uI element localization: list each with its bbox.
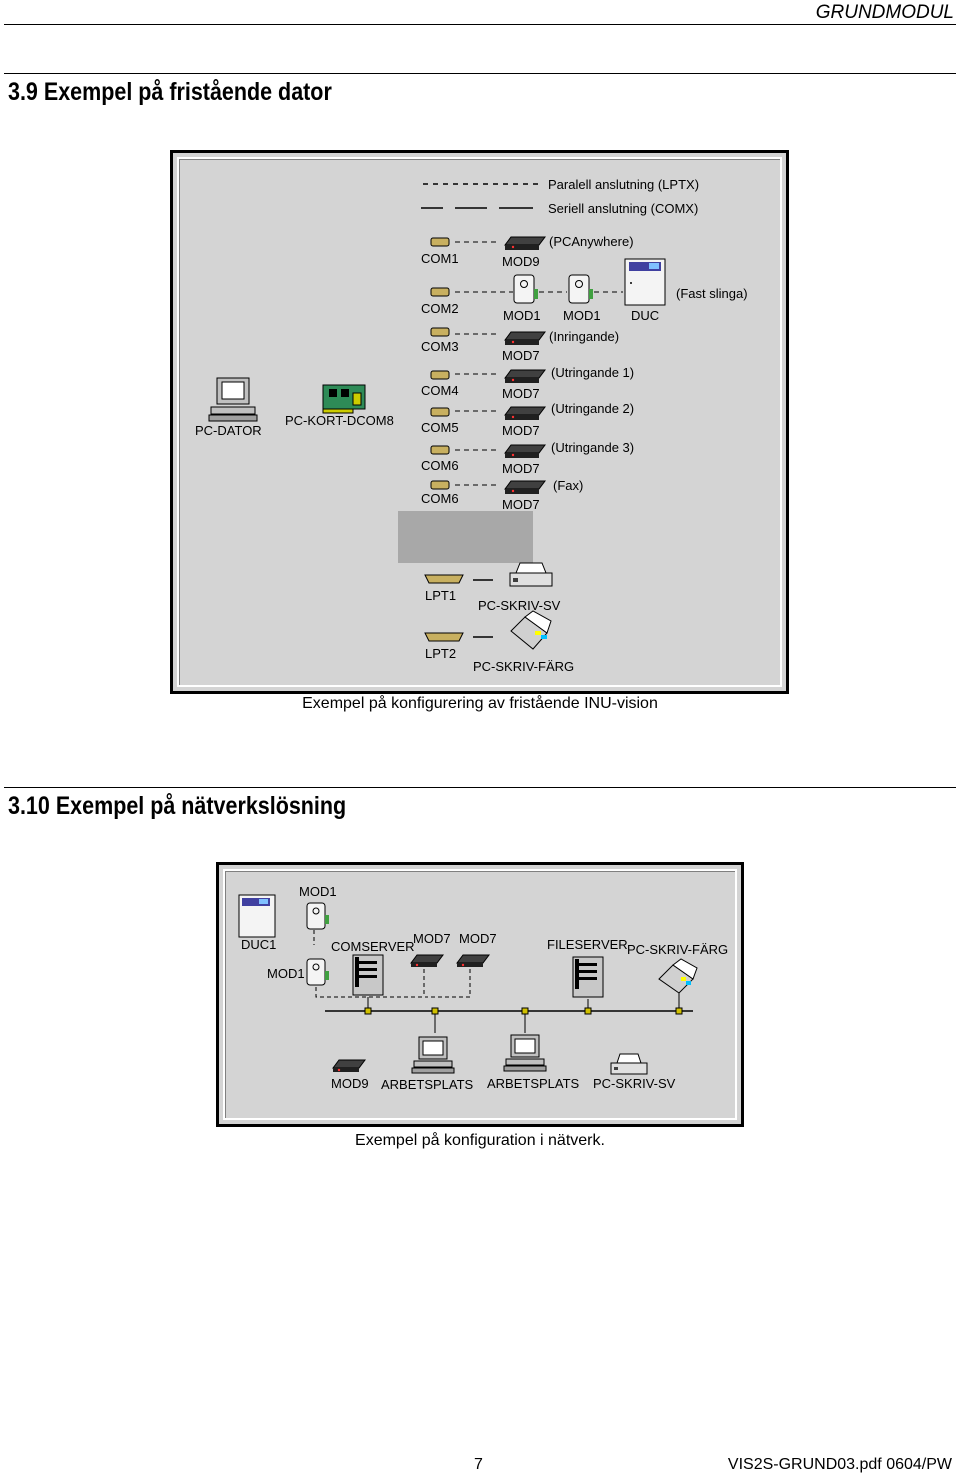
header-rule <box>4 24 956 25</box>
standalone-diagram-svg: Paralell anslutning (LPTX) Seriell anslu… <box>195 177 748 674</box>
card-label: PC-KORT-DCOM8 <box>285 413 394 428</box>
card-icon <box>322 384 366 414</box>
note-inringande: (Inringande) <box>549 329 619 344</box>
com6-connector <box>430 445 450 455</box>
port-label-com4: COM4 <box>421 383 459 398</box>
com3-connector <box>430 327 450 337</box>
modem-label-mod7-1: MOD7 <box>502 348 540 363</box>
page-number: 7 <box>474 1456 483 1473</box>
port-label-com3: COM3 <box>421 339 459 354</box>
label-fileserver: FILESERVER <box>547 937 628 952</box>
modem-icon-mod7-3 <box>504 406 546 420</box>
printer-sv-icon-net <box>610 1053 648 1075</box>
mod1-top-icon <box>306 902 329 930</box>
duc-icon <box>624 258 666 306</box>
lpt2-connector <box>424 632 464 642</box>
modem-icon-mod7-5 <box>504 480 546 494</box>
com1-connector <box>430 237 450 247</box>
section1-caption: Exempel på konfigurering av fristående I… <box>302 695 658 712</box>
modem-label-mod7-3: MOD7 <box>502 423 540 438</box>
port-label-com5: COM5 <box>421 420 459 435</box>
com5-connector <box>430 407 450 417</box>
modem-icon-mod7-1 <box>504 331 546 345</box>
modem-label-mod7-2: MOD7 <box>502 386 540 401</box>
mod7-a-icon <box>410 954 444 967</box>
lpt-label-2: LPT2 <box>425 646 456 661</box>
pc-icon <box>208 377 258 422</box>
printer-label-sv: PC-SKRIV-SV <box>478 598 561 613</box>
mod7-b-icon <box>456 954 490 967</box>
comserver-icon <box>352 954 384 996</box>
pc-label: PC-DATOR <box>195 423 262 438</box>
label-ws1: ARBETSPLATS <box>381 1077 474 1092</box>
label-duc1: DUC1 <box>241 937 276 952</box>
workstation-icon-1 <box>411 1036 455 1074</box>
gray-block <box>398 511 533 563</box>
com6b-connector <box>430 480 450 490</box>
modem-icon-mod9 <box>504 236 546 250</box>
note-utringande1: (Utringande 1) <box>551 365 634 380</box>
printer-color-icon-net <box>658 958 698 994</box>
fileserver-icon <box>572 956 604 998</box>
port-label-com2: COM2 <box>421 301 459 316</box>
modem-label-mod9: MOD9 <box>502 254 540 269</box>
port-label-com6: COM6 <box>421 458 459 473</box>
note-utringande3: (Utringande 3) <box>551 440 634 455</box>
modem-icon-mod7-2 <box>504 369 546 383</box>
lpt-label-1: LPT1 <box>425 588 456 603</box>
standalone-diagram: Paralell anslutning (LPTX) Seriell anslu… <box>170 150 789 694</box>
workstation-icon-2 <box>503 1034 547 1072</box>
label-printer-sv: PC-SKRIV-SV <box>593 1076 676 1091</box>
legend-parallel: Paralell anslutning (LPTX) <box>548 177 699 192</box>
network-diagram: DUC1 MOD1 MOD1 COMSERVER MOD7 MOD7 <box>216 862 744 1127</box>
mod9-icon <box>332 1059 366 1072</box>
note-pcanywhere: (PCAnywhere) <box>549 234 634 249</box>
label-mod7-b: MOD7 <box>459 931 497 946</box>
modem-label-mod7-4: MOD7 <box>502 461 540 476</box>
legend-serial: Seriell anslutning (COMX) <box>548 201 698 216</box>
note-fast-slinga: (Fast slinga) <box>676 286 748 301</box>
section1-heading: 3.9 Exempel på fristående dator <box>8 78 332 106</box>
com2-connector <box>430 287 450 297</box>
label-ws2: ARBETSPLATS <box>487 1076 580 1091</box>
modem-icon-mod7-4 <box>504 444 546 458</box>
printer-color-icon <box>510 610 552 650</box>
document-id: VIS2S-GRUND03.pdf 0604/PW <box>727 1456 952 1473</box>
printer-label-color: PC-SKRIV-FÄRG <box>473 659 574 674</box>
label-printer-color: PC-SKRIV-FÄRG <box>627 942 728 957</box>
port-label-com1: COM1 <box>421 251 459 266</box>
section2-heading: 3.10 Exempel på nätverkslösning <box>8 792 347 820</box>
network-diagram-svg: DUC1 MOD1 MOD1 COMSERVER MOD7 MOD7 <box>238 884 728 1092</box>
com4-connector <box>430 370 450 380</box>
module-header: GRUNDMODUL <box>815 2 954 23</box>
section2-rule <box>4 787 956 788</box>
label-mod7-a: MOD7 <box>413 931 451 946</box>
duc1-icon <box>238 894 276 938</box>
note-utringande2: (Utringande 2) <box>551 401 634 416</box>
lpt1-connector <box>424 574 464 584</box>
label-comserver: COMSERVER <box>331 939 415 954</box>
mod1-bottom-icon <box>306 958 329 986</box>
note-fax: (Fax) <box>553 478 583 493</box>
label-mod9: MOD9 <box>331 1076 369 1091</box>
label-mod1-bottom: MOD1 <box>267 966 305 981</box>
section2-caption: Exempel på konfiguration i nätverk. <box>355 1132 605 1149</box>
mod1-icon-1 <box>513 274 538 304</box>
modem-label-mod7-5: MOD7 <box>502 497 540 512</box>
label-mod1-top: MOD1 <box>299 884 337 899</box>
mod1-label-2: MOD1 <box>563 308 601 323</box>
printer-sv-icon <box>509 562 553 587</box>
mod1-label-1: MOD1 <box>503 308 541 323</box>
mod1-icon-2 <box>568 274 593 304</box>
duc-label: DUC <box>631 308 659 323</box>
section1-rule <box>4 73 956 74</box>
port-label-com6b: COM6 <box>421 491 459 506</box>
